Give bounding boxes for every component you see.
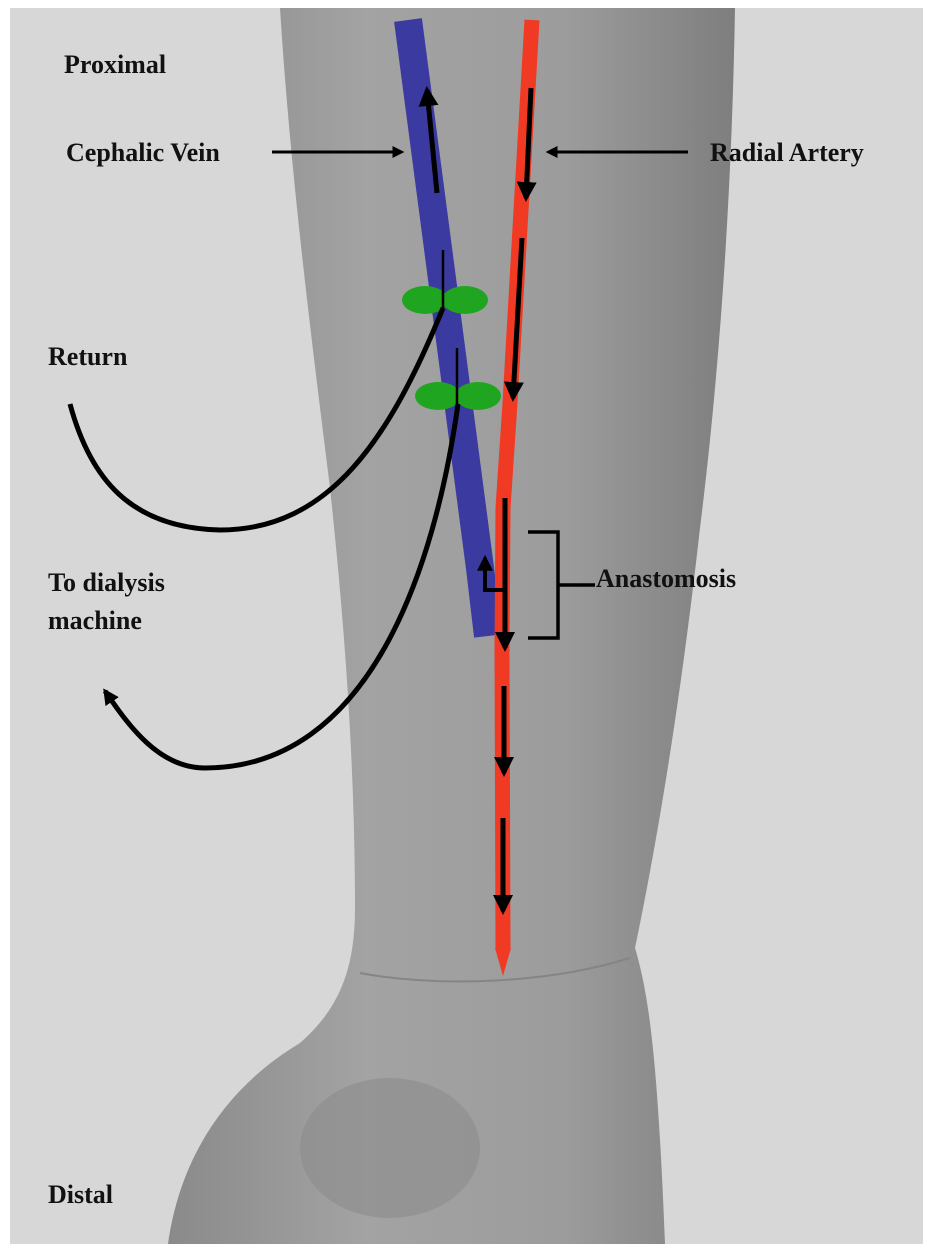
radial-artery-label: Radial Artery	[710, 138, 864, 169]
proximal-label: Proximal	[64, 50, 166, 81]
anastomosis-label: Anastomosis	[596, 564, 736, 595]
needle-clip-lower-left	[415, 382, 461, 410]
forearm-silhouette	[168, 8, 735, 1244]
needle-clip-lower-right	[455, 382, 501, 410]
diagram-frame: Proximal Cephalic Vein Radial Artery Ret…	[10, 8, 923, 1244]
return-label: Return	[48, 342, 127, 373]
to-dialysis-label-line2: machine	[48, 606, 142, 637]
hand-shading	[300, 1078, 480, 1218]
cephalic-vein-label: Cephalic Vein	[66, 138, 220, 169]
distal-label: Distal	[48, 1180, 113, 1211]
needle-clip-upper-right	[442, 286, 488, 314]
forearm-illustration	[10, 8, 923, 1244]
to-dialysis-label-line1: To dialysis	[48, 568, 165, 599]
